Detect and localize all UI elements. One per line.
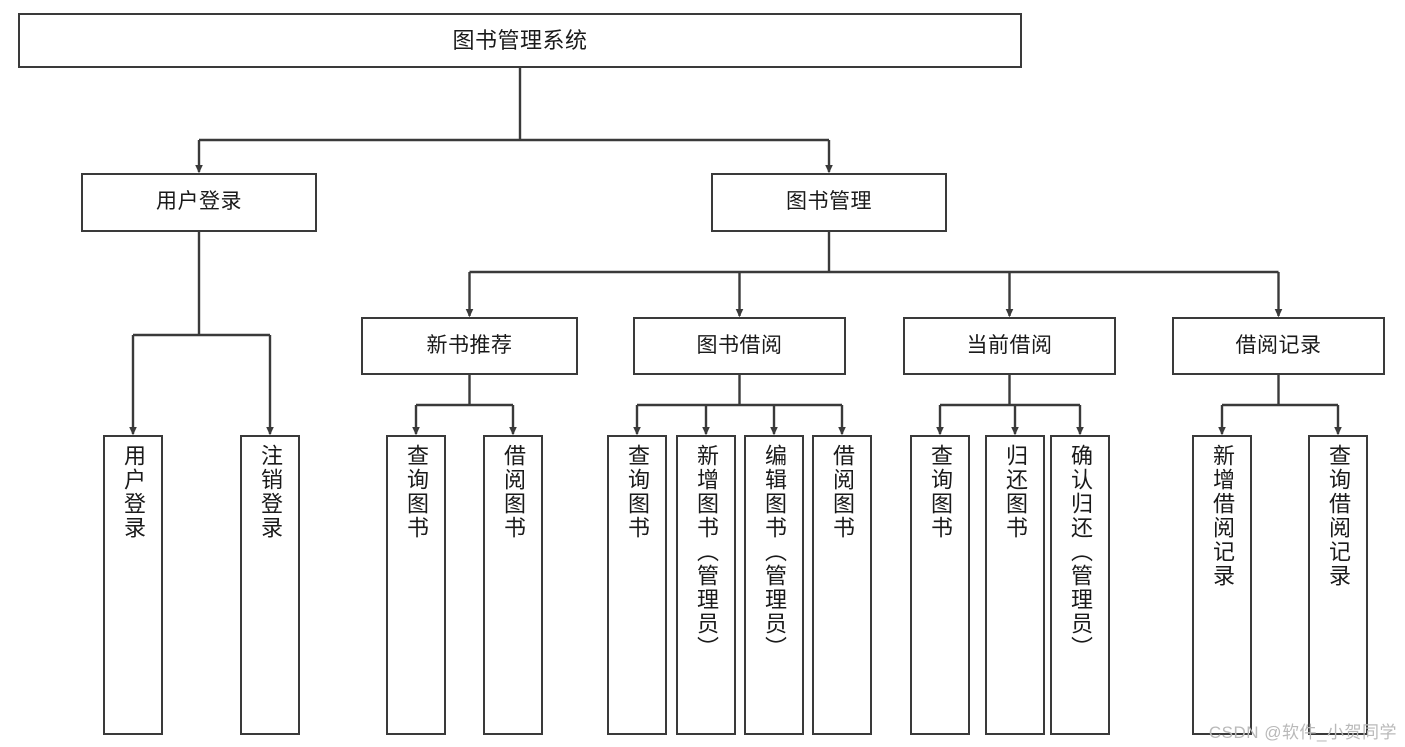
node-label-leaf_q3: 查询图书 [928,444,953,540]
node-book_borrow[interactable]: 图书借阅 [633,317,846,375]
node-root[interactable]: 图书管理系统 [18,13,1022,68]
node-leaf_conf[interactable]: 确认归还（管理员） [1050,435,1110,735]
node-book_mgmt[interactable]: 图书管理 [711,173,947,232]
node-label-leaf_conf: 确认归还（管理员） [1068,444,1093,660]
node-label-new_book_rec: 新书推荐 [426,333,513,357]
node-borrow_rec[interactable]: 借阅记录 [1172,317,1385,375]
node-label-book_borrow: 图书借阅 [696,333,783,357]
node-leaf_qrec[interactable]: 查询借阅记录 [1308,435,1368,735]
node-leaf_edit[interactable]: 编辑图书（管理员） [744,435,804,735]
node-new_book_rec[interactable]: 新书推荐 [361,317,578,375]
node-label-borrow_rec: 借阅记录 [1235,333,1322,357]
node-label-leaf_logout: 注销登录 [258,444,283,540]
node-label-leaf_b2: 借阅图书 [830,444,855,540]
node-leaf_ret[interactable]: 归还图书 [985,435,1045,735]
node-user_login[interactable]: 用户登录 [81,173,317,232]
node-label-leaf_qrec: 查询借阅记录 [1326,444,1351,588]
node-label-leaf_ret: 归还图书 [1003,444,1028,540]
node-label-leaf_edit: 编辑图书（管理员） [762,444,787,660]
node-label-cur_borrow: 当前借阅 [966,333,1053,357]
node-label-book_mgmt: 图书管理 [786,190,872,214]
watermark-text: CSDN @软件_小贺同学 [1208,723,1397,742]
node-label-leaf_addrec: 新增借阅记录 [1210,444,1235,588]
node-leaf_b1[interactable]: 借阅图书 [483,435,543,735]
node-leaf_q1[interactable]: 查询图书 [386,435,446,735]
node-leaf_q2[interactable]: 查询图书 [607,435,667,735]
node-label-leaf_add: 新增图书（管理员） [694,444,719,660]
node-label-leaf_login: 用户登录 [121,444,146,540]
node-leaf_b2[interactable]: 借阅图书 [812,435,872,735]
node-label-root: 图书管理系统 [452,27,588,53]
node-label-user_login: 用户登录 [156,190,242,214]
node-leaf_logout[interactable]: 注销登录 [240,435,300,735]
node-leaf_addrec[interactable]: 新增借阅记录 [1192,435,1252,735]
node-cur_borrow[interactable]: 当前借阅 [903,317,1116,375]
node-label-leaf_b1: 借阅图书 [501,444,526,540]
node-label-leaf_q1: 查询图书 [404,444,429,540]
node-leaf_q3[interactable]: 查询图书 [910,435,970,735]
node-leaf_add[interactable]: 新增图书（管理员） [676,435,736,735]
node-leaf_login[interactable]: 用户登录 [103,435,163,735]
node-label-leaf_q2: 查询图书 [625,444,650,540]
